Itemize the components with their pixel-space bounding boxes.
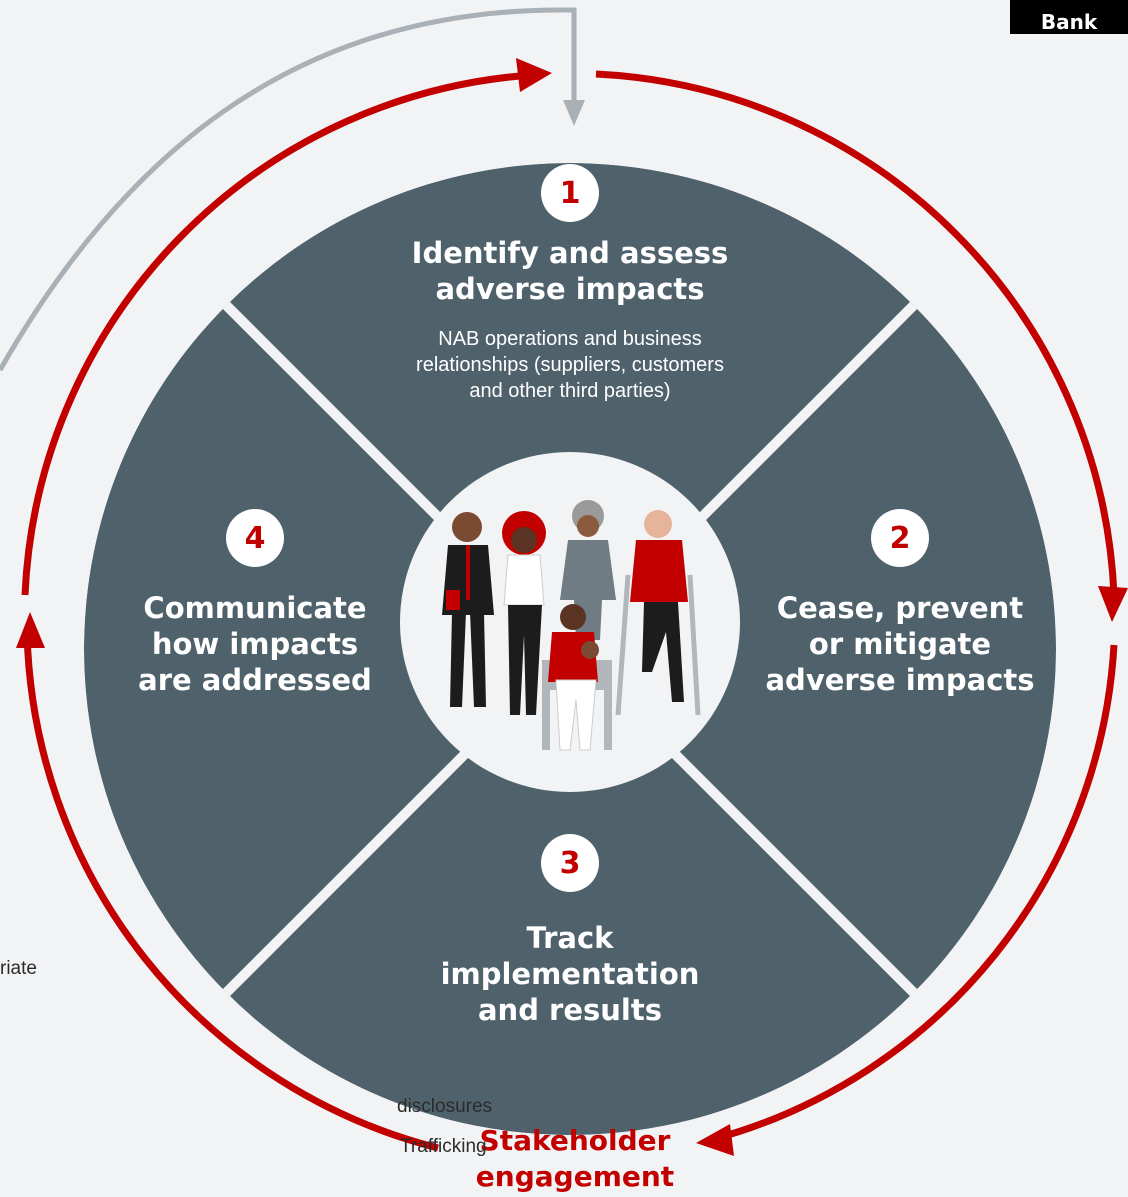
step-4-title: Communicate how impacts are addressed bbox=[100, 590, 410, 698]
step-2-title-line: adverse impacts bbox=[765, 663, 1035, 697]
step-4-title-line: are addressed bbox=[138, 663, 372, 697]
brand-tab: Bank bbox=[1010, 0, 1128, 34]
cycle-arc-top-right bbox=[595, 70, 1118, 596]
step-1-title-line: Identify and assess bbox=[411, 236, 729, 270]
cycle-arc-bottom-left bbox=[23, 629, 439, 1152]
step-1-description-line: relationships (suppliers, customers bbox=[416, 354, 724, 376]
feedback-arrow bbox=[0, 7, 577, 372]
step-number-1: 1 bbox=[541, 164, 599, 222]
side-text-fragment: riate bbox=[0, 958, 37, 979]
cycle-arc-bottom-right bbox=[717, 644, 1118, 1142]
step-3-title-line: Track bbox=[526, 921, 614, 955]
step-number-4: 4 bbox=[226, 509, 284, 567]
step-number-2: 2 bbox=[871, 509, 929, 567]
cycle-arrowhead bbox=[1098, 586, 1128, 622]
step-1-title: Identify and assess adverse impacts bbox=[370, 235, 770, 307]
side-text-fragment: Trafficking bbox=[400, 1136, 487, 1157]
side-text-fragment: disclosures bbox=[397, 1096, 493, 1117]
feedback-arrowhead bbox=[563, 100, 585, 126]
stakeholder-line: Stakeholder bbox=[479, 1124, 671, 1157]
step-1-description-line: NAB operations and business bbox=[438, 328, 702, 350]
stakeholder-engagement-label: Stakeholder engagement bbox=[440, 1123, 710, 1195]
step-1-title-line: adverse impacts bbox=[435, 272, 705, 306]
cycle-arc-top-left bbox=[21, 71, 533, 596]
step-3-title: Track implementation and results bbox=[410, 920, 730, 1028]
step-4-title-line: how impacts bbox=[151, 627, 359, 661]
cycle-arrowhead bbox=[16, 612, 45, 648]
step-2-title-line: Cease, prevent bbox=[776, 591, 1024, 625]
step-2-title-line: or mitigate bbox=[808, 627, 992, 661]
step-4-title-line: Communicate bbox=[143, 591, 367, 625]
diverse-people-group-icon bbox=[442, 500, 701, 751]
brand-label: Bank bbox=[1040, 10, 1098, 34]
step-2-title: Cease, prevent or mitigate adverse impac… bbox=[740, 590, 1060, 698]
step-1-description: NAB operations and business relationship… bbox=[370, 326, 770, 404]
cycle-arrowhead bbox=[516, 58, 552, 92]
step-number-3: 3 bbox=[541, 834, 599, 892]
cycle-arrowhead bbox=[696, 1124, 734, 1156]
step-3-title-line: implementation bbox=[440, 957, 700, 991]
step-3-title-line: and results bbox=[477, 993, 662, 1027]
stakeholder-line: engagement bbox=[475, 1160, 675, 1193]
step-1-description-line: and other third parties) bbox=[469, 380, 671, 402]
